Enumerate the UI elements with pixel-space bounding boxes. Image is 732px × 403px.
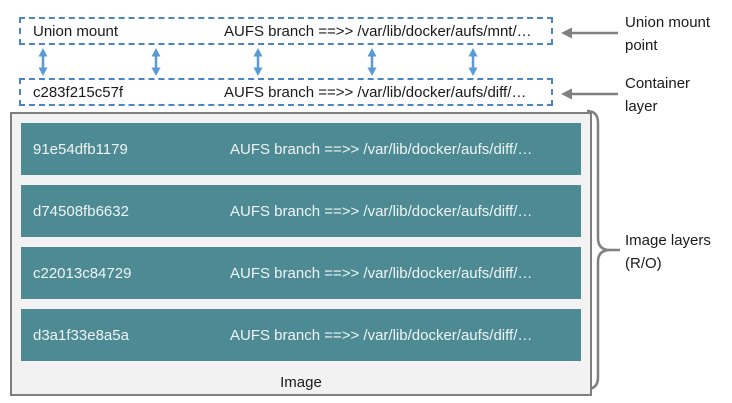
layer-id: d74508fb6632	[33, 202, 129, 220]
container-layer-annotation: Container layer	[625, 75, 691, 115]
image-layer-row: 91e54dfb1179 AUFS branch ==>> /var/lib/d…	[21, 123, 581, 175]
union-mount-aufs-path: AUFS branch ==>> /var/lib/docker/aufs/mn…	[224, 22, 532, 40]
double-arrow-icon	[253, 48, 263, 76]
image-box: 91e54dfb1179 AUFS branch ==>> /var/lib/d…	[10, 112, 592, 396]
union-container-link-arrows	[38, 48, 478, 76]
container-layer-pointer-arrow	[561, 88, 618, 100]
image-layer-row: c22013c84729 AUFS branch ==>> /var/lib/d…	[21, 247, 581, 299]
double-arrow-icon	[38, 48, 48, 76]
image-layer-row: d3a1f33e8a5a AUFS branch ==>> /var/lib/d…	[21, 309, 581, 361]
layer-id: 91e54dfb1179	[33, 140, 128, 158]
layer-aufs-path: AUFS branch ==>> /var/lib/docker/aufs/di…	[230, 326, 533, 344]
layer-aufs-path: AUFS branch ==>> /var/lib/docker/aufs/di…	[230, 140, 533, 158]
image-box-caption: Image	[280, 374, 322, 391]
union-mount-box: Union mount AUFS branch ==>> /var/lib/do…	[19, 17, 553, 45]
union-mount-pointer-arrow	[561, 27, 618, 39]
image-layer-row: d74508fb6632 AUFS branch ==>> /var/lib/d…	[21, 185, 581, 237]
image-layers-annotation: Image layers (R/O)	[625, 232, 711, 272]
container-layer-aufs-path: AUFS branch ==>> /var/lib/docker/aufs/di…	[224, 83, 527, 101]
union-mount-point-annotation: Union mount point	[625, 14, 711, 54]
layer-aufs-path: AUFS branch ==>> /var/lib/docker/aufs/di…	[230, 264, 533, 282]
double-arrow-icon	[367, 48, 377, 76]
layer-aufs-path: AUFS branch ==>> /var/lib/docker/aufs/di…	[230, 202, 533, 220]
double-arrow-icon	[468, 48, 478, 76]
layer-id: d3a1f33e8a5a	[33, 326, 129, 344]
union-mount-label: Union mount	[33, 22, 119, 40]
container-layer-id: c283f215c57f	[33, 83, 124, 101]
layer-id: c22013c84729	[33, 264, 132, 282]
container-layer-box: c283f215c57f AUFS branch ==>> /var/lib/d…	[19, 78, 553, 106]
double-arrow-icon	[151, 48, 161, 76]
